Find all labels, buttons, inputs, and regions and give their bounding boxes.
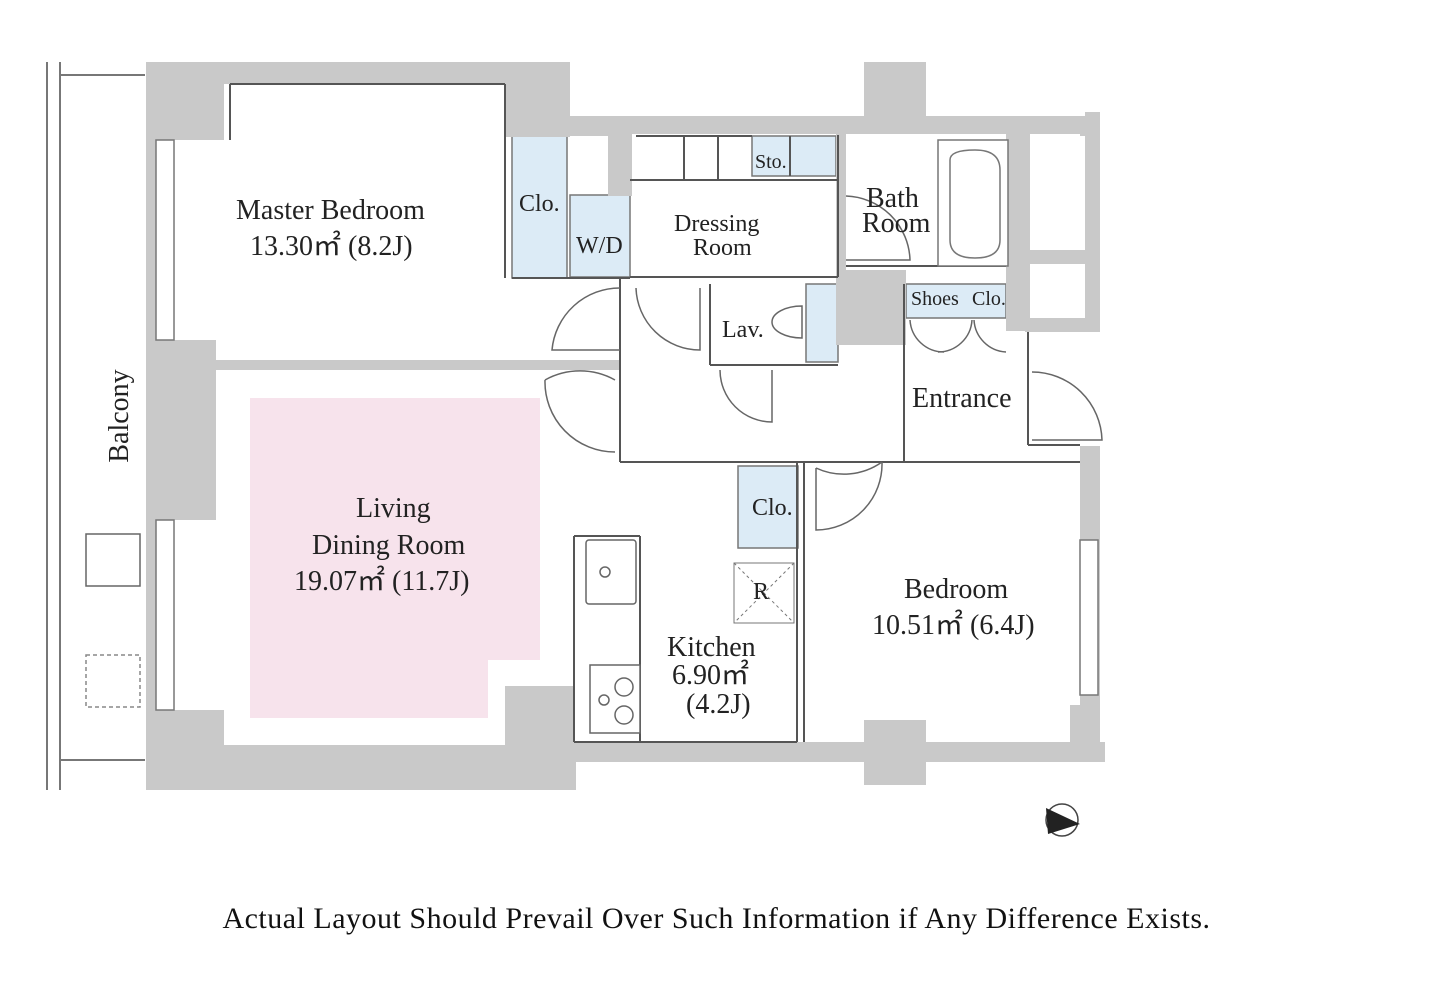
bath-room-label-2: Room: [862, 208, 931, 239]
north-arrow-icon: [1045, 803, 1080, 837]
closet-hall-label: Clo.: [752, 495, 793, 521]
bath-room-label-1: Bath: [866, 183, 919, 214]
living-room-highlight: [250, 398, 540, 718]
closets: [511, 135, 1007, 549]
fridge-label: R: [753, 579, 770, 605]
bedroom-area: 10.51㎡ (6.4J): [872, 610, 1035, 641]
living-label-1: Living: [356, 493, 431, 524]
doors: [544, 195, 1103, 531]
dressing-room-label-2: Room: [693, 235, 752, 261]
interior-lines: [229, 83, 1080, 743]
kitchen-label: Kitchen: [667, 632, 756, 663]
master-bedroom-area: 13.30㎡ (8.2J): [250, 231, 413, 262]
closet-entry-label: Clo.: [972, 288, 1006, 310]
balcony-rail: [46, 62, 145, 790]
kitchen-area-2: (4.2J): [686, 689, 751, 720]
kitchen-area-1: 6.90㎡: [672, 660, 750, 691]
disclaimer-text: Actual Layout Should Prevail Over Such I…: [222, 902, 1211, 935]
living-area: 19.07㎡ (11.7J): [294, 566, 470, 597]
kitchen-counter: [585, 539, 641, 734]
outdoor-unit-dashed: [85, 654, 141, 708]
refrigerator-icon: [733, 562, 795, 624]
bedroom-label: Bedroom: [904, 574, 1009, 605]
lav-label: Lav.: [722, 317, 764, 343]
master-bedroom-label: Master Bedroom: [236, 195, 425, 226]
balcony-label: Balcony: [104, 369, 135, 463]
closet-master-label: Clo.: [519, 191, 560, 217]
outdoor-unit: [85, 533, 141, 587]
storage-label: Sto.: [755, 151, 787, 173]
entrance-label: Entrance: [912, 383, 1012, 414]
washer-dryer-label: W/D: [576, 233, 623, 259]
windows: [155, 139, 1099, 711]
shoes-label: Shoes: [911, 288, 959, 310]
bathtub: [937, 139, 1009, 267]
living-label-2: Dining Room: [312, 530, 466, 561]
dressing-room-label-1: Dressing: [674, 211, 760, 237]
toilet-icon: [771, 305, 803, 339]
